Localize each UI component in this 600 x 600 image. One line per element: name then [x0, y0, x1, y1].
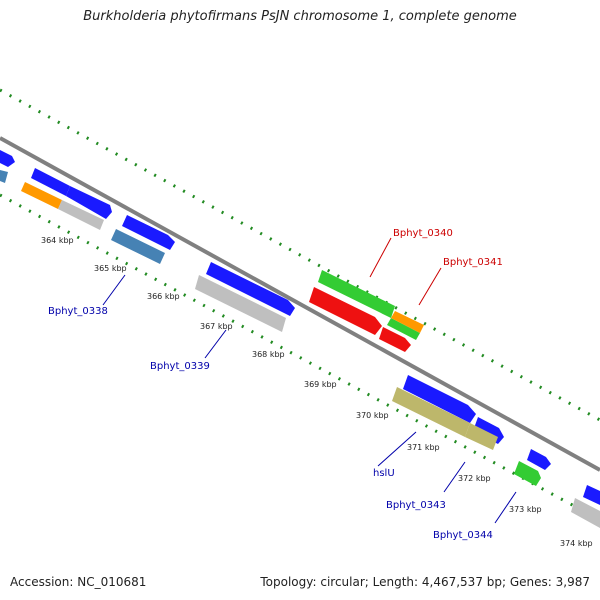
- gene-feature-gray: [195, 275, 286, 332]
- leader-line: [102, 274, 126, 306]
- kbp-labels: 364 kbp 365 kbp 366 kbp 367 kbp 368 kbp …: [41, 236, 593, 548]
- gene-feature-green: [514, 461, 541, 486]
- gene-label-bphyt-0340: Bphyt_0340: [393, 228, 453, 239]
- gene-feature-red: [309, 287, 382, 335]
- gene-features: [0, 150, 600, 528]
- gene-label-bphyt-0343: Bphyt_0343: [386, 500, 446, 511]
- gene-feature-khaki: [465, 423, 498, 450]
- gene-feature-green: [318, 270, 395, 318]
- backbone-line: [0, 136, 600, 472]
- gene-label-hslu: hslU: [373, 468, 395, 479]
- gene-feature-blue: [31, 168, 70, 196]
- kbp-label: 364 kbp: [41, 236, 74, 245]
- gene-feature-orange: [391, 311, 424, 333]
- inner-tick-track: [0, 193, 600, 522]
- kbp-label: 372 kbp: [458, 474, 491, 483]
- leader-line: [369, 237, 392, 278]
- kbp-label: 365 kbp: [94, 264, 127, 273]
- leader-line: [377, 431, 417, 467]
- leader-line: [443, 461, 466, 493]
- label-leaders: [102, 237, 517, 524]
- gene-feature-blue: [66, 186, 112, 219]
- gene-label-bphyt-0338: Bphyt_0338: [48, 306, 108, 317]
- leader-line: [418, 267, 442, 306]
- gene-labels: Bphyt_0338 Bphyt_0339 Bphyt_0340 Bphyt_0…: [48, 228, 503, 541]
- gene-feature-gray: [571, 498, 600, 528]
- accession-text: Accession: NC_010681: [10, 575, 147, 589]
- outer-tick-track: [0, 88, 600, 422]
- gene-feature-orange: [21, 182, 62, 209]
- gene-label-bphyt-0344: Bphyt_0344: [433, 530, 493, 541]
- kbp-label: 370 kbp: [356, 411, 389, 420]
- gene-feature-blue: [583, 485, 600, 505]
- kbp-label: 369 kbp: [304, 380, 337, 389]
- kbp-label: 373 kbp: [509, 505, 542, 514]
- gene-label-bphyt-0339: Bphyt_0339: [150, 361, 210, 372]
- gene-feature-blue: [206, 262, 295, 316]
- gene-feature-blue: [122, 215, 175, 250]
- gene-label-bphyt-0341: Bphyt_0341: [443, 257, 503, 268]
- leader-line: [204, 329, 227, 359]
- gene-feature-green: [387, 318, 420, 340]
- map-title: Burkholderia phytofirmans PsJN chromosom…: [83, 9, 517, 24]
- genome-summary-text: Topology: circular; Length: 4,467,537 bp…: [260, 575, 590, 589]
- leader-line: [494, 491, 517, 524]
- gene-feature-blue: [527, 449, 551, 470]
- gene-feature-blue: [0, 150, 15, 167]
- gene-feature-red: [379, 327, 411, 352]
- gene-feature-blue: [403, 375, 476, 423]
- kbp-label: 368 kbp: [252, 350, 285, 359]
- kbp-label: 374 kbp: [560, 539, 593, 548]
- gene-feature-gray: [58, 200, 104, 230]
- kbp-label: 366 kbp: [147, 292, 180, 301]
- gene-feature-khaki: [392, 387, 470, 437]
- gene-feature-steelblue: [111, 229, 165, 264]
- kbp-label: 367 kbp: [200, 322, 233, 331]
- gene-feature-steelblue: [0, 170, 8, 183]
- kbp-label: 371 kbp: [407, 443, 440, 452]
